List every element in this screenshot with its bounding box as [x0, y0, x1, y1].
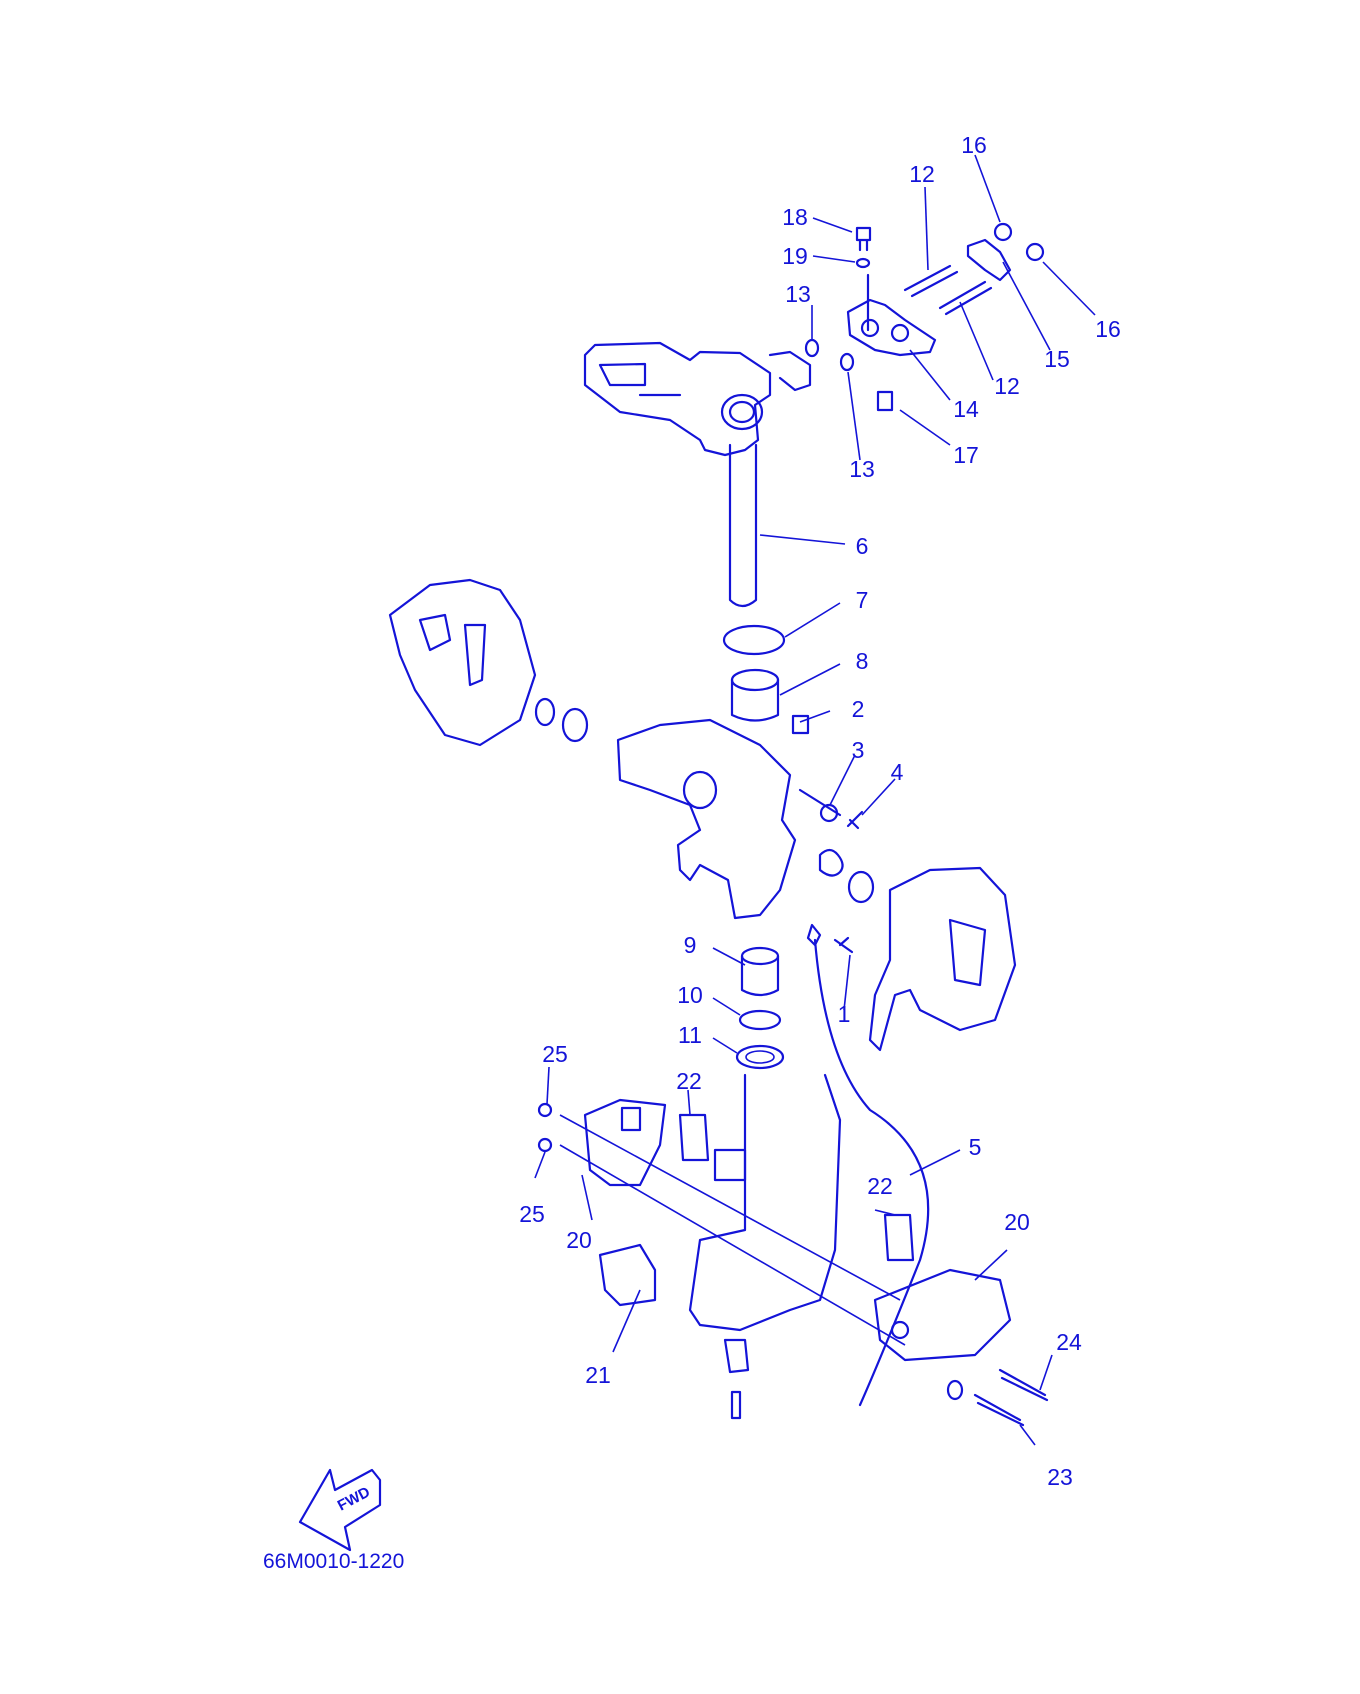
leader-lines	[534, 154, 1096, 1446]
washer-13a	[804, 338, 820, 358]
upper-casing	[688, 1073, 842, 1332]
seal-11-inner	[745, 1050, 775, 1064]
callout-1: 1	[838, 1001, 851, 1027]
lower-terminal	[723, 1338, 750, 1374]
washer-small	[855, 257, 871, 269]
mount-cover-right	[873, 1268, 1012, 1362]
callout-20b: 20	[1004, 1209, 1030, 1235]
lower-screw	[730, 1390, 742, 1420]
callout-5: 5	[969, 1134, 982, 1160]
ground-terminal	[806, 923, 822, 947]
callout-13a: 13	[785, 281, 811, 307]
through-bolt-line-b	[559, 1144, 906, 1346]
bolt-4	[846, 810, 864, 830]
stud-bolt-a	[903, 264, 959, 298]
callout-6: 6	[856, 533, 869, 559]
stud-bolt-b	[938, 280, 993, 316]
plate-2	[791, 714, 810, 735]
mount-cover-left	[583, 1098, 667, 1187]
callout-2: 2	[852, 696, 865, 722]
callout-13b: 13	[849, 456, 875, 482]
callout-15: 15	[1044, 346, 1070, 372]
ring-coil	[847, 870, 875, 904]
ring-7	[722, 624, 786, 656]
steering-bracket	[583, 341, 812, 457]
ground-lead	[813, 938, 930, 1407]
callout-19: 19	[782, 243, 808, 269]
through-bolt-line-a	[559, 1114, 901, 1301]
callout-9: 9	[684, 932, 697, 958]
fwd-arrow: FWD	[298, 1468, 382, 1552]
callout-25a: 25	[542, 1041, 568, 1067]
washer-25a	[537, 1102, 553, 1118]
terminal-ring	[946, 1379, 964, 1401]
seal-11	[735, 1044, 785, 1070]
callout-3: 3	[852, 737, 865, 763]
rubber-mount-22b	[883, 1213, 915, 1262]
screw-1	[833, 936, 854, 954]
grease-nipple	[876, 390, 894, 412]
callout-18: 18	[782, 204, 808, 230]
callout-14: 14	[953, 396, 979, 422]
nut-3	[819, 803, 839, 823]
nut-b	[1025, 242, 1045, 262]
callout-25b: 25	[519, 1201, 545, 1227]
steering-shaft	[728, 443, 758, 608]
callout-11: 11	[678, 1022, 702, 1048]
callout-21: 21	[585, 1362, 611, 1388]
callout-24: 24	[1056, 1329, 1082, 1355]
callout-7: 7	[856, 587, 869, 613]
callout-12b: 12	[994, 373, 1020, 399]
spring-coil	[818, 848, 844, 877]
callout-12a: 12	[909, 161, 935, 187]
callout-22b: 22	[867, 1173, 893, 1199]
bushing-8	[730, 668, 780, 722]
callout-10: 10	[677, 982, 703, 1008]
bolt-24	[998, 1368, 1049, 1402]
o-ring-10	[738, 1009, 782, 1031]
bushing-a	[534, 697, 556, 727]
bushing-b	[561, 707, 589, 743]
clamp-bracket-right	[868, 866, 1017, 1052]
link-plate	[966, 238, 1012, 282]
washer-13b	[839, 352, 855, 372]
callout-4: 4	[891, 759, 904, 785]
callout-16a: 16	[961, 132, 987, 158]
washer-25b	[537, 1137, 553, 1153]
fwd-arrow-icon	[298, 1468, 382, 1552]
bolt-23	[973, 1393, 1025, 1427]
callout-labels: 1 2 3 4 5 6 7 8 9 10 11 12 12 13 13 14 1…	[519, 132, 1121, 1490]
callout-16b: 16	[1095, 316, 1121, 342]
bolt-small	[855, 226, 872, 252]
callout-23: 23	[1047, 1464, 1073, 1490]
bushing-9	[740, 946, 780, 997]
rubber-mount-22a	[678, 1113, 710, 1162]
nut-a	[993, 222, 1013, 242]
rubber-mount-21	[598, 1243, 657, 1307]
swivel-bracket	[616, 718, 842, 920]
callout-22a: 22	[676, 1068, 702, 1094]
clamp-bracket-left	[388, 578, 537, 747]
callout-20a: 20	[566, 1227, 592, 1253]
callout-8: 8	[856, 648, 869, 674]
mount-bracket	[846, 273, 937, 357]
callout-17: 17	[953, 442, 979, 468]
diagram-code: 66M0010-1220	[263, 1550, 404, 1573]
